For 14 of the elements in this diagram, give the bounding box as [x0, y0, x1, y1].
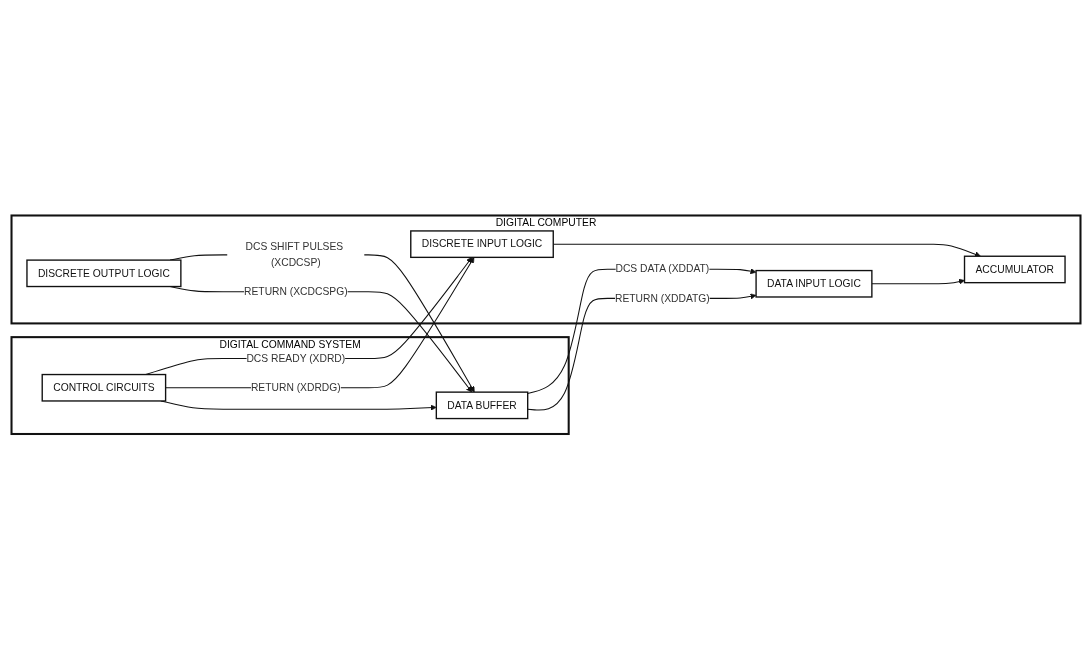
arrow — [871, 278, 965, 285]
node-box: CONTROL CIRCUITS — [41, 374, 167, 402]
node-box: DISCRETE INPUT LOGIC — [410, 230, 554, 259]
edge-label: RETURN (XDDATG) — [615, 292, 710, 304]
edge-label: DCS SHIFT PULSES (XCDCSP) — [245, 241, 344, 269]
arrow — [527, 268, 757, 395]
node-box: DATA INPUT LOGIC — [755, 270, 873, 298]
edge-label: RETURN (XDRDG) — [250, 381, 341, 394]
node-box: DISCRETE OUTPUT LOGIC — [26, 259, 182, 288]
node-box: ACCUMULATOR — [963, 255, 1066, 284]
node-box: DATA BUFFER — [435, 391, 529, 420]
edge-label: RETURN (XCDCSPG) — [244, 285, 348, 298]
edge-label: DCS READY (XDRD) — [246, 352, 346, 365]
edge-label: DCS DATA (XDDAT) — [615, 263, 710, 275]
